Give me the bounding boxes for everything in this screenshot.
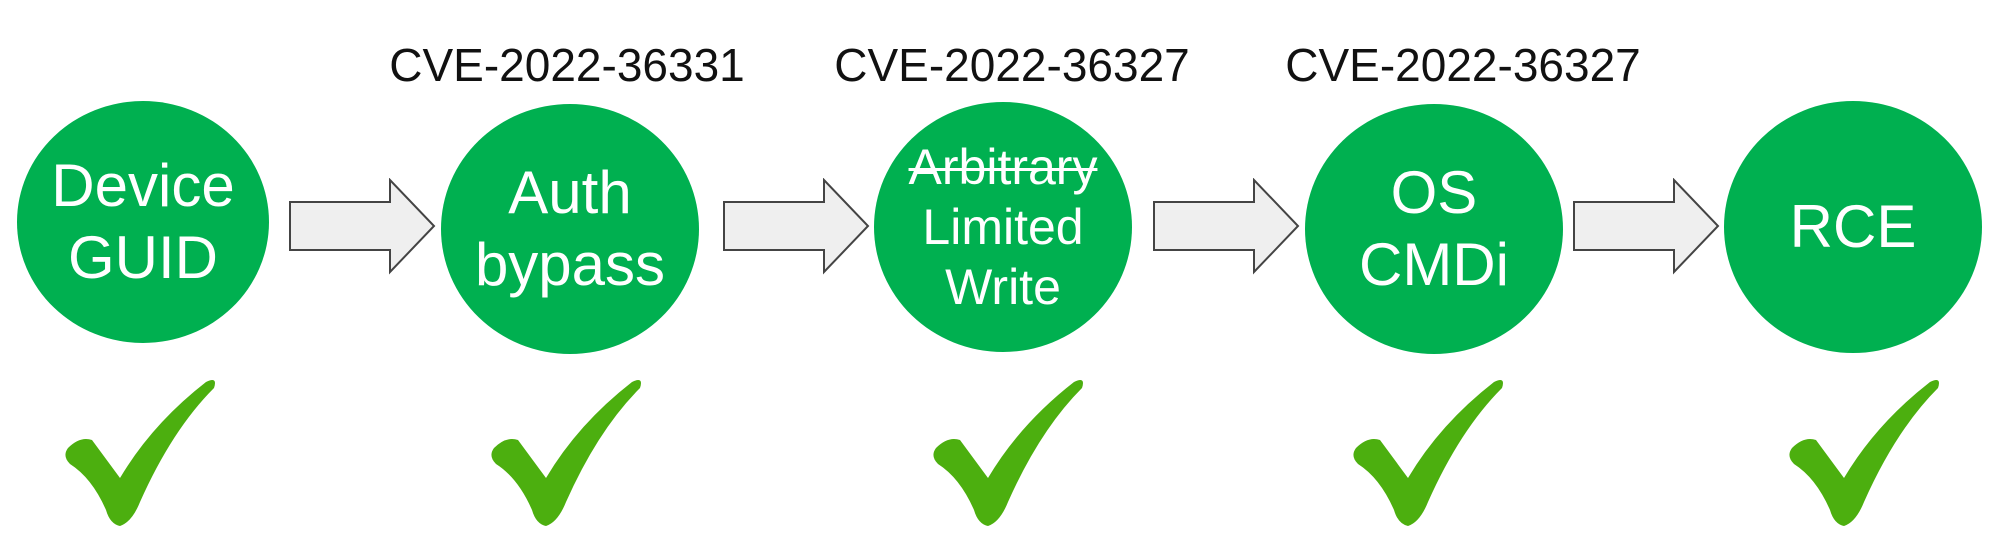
step-3-line-2: Write xyxy=(945,259,1061,315)
right-arrow-icon xyxy=(1573,178,1720,275)
cve-label-step-3: CVE-2022-36327 xyxy=(834,39,1190,91)
step-1-line-1: Device xyxy=(51,152,235,219)
checkmark-icon xyxy=(491,380,641,526)
step-2-line-2: bypass xyxy=(474,231,666,298)
cve-label-step-4: CVE-2022-36327 xyxy=(1285,39,1641,91)
right-arrow-icon xyxy=(1153,178,1300,275)
step-3-strikethrough-text: Arbitrary xyxy=(908,139,1098,195)
step-circle-rce: RCE xyxy=(1724,101,1982,353)
step-circle-auth-bypass: Auth bypass xyxy=(441,104,699,354)
right-arrow-icon xyxy=(289,178,436,275)
step-1-line-2: GUID xyxy=(68,224,218,291)
step-4-line-2: CMDi xyxy=(1359,231,1509,298)
checkmark-icon xyxy=(933,380,1083,526)
checkmark-icon xyxy=(1353,380,1503,526)
checkmark-icon xyxy=(1789,380,1939,526)
step-circle-os-cmdi: OS CMDi xyxy=(1305,104,1563,354)
checkmark-icon xyxy=(65,380,215,526)
step-2-line-1: Auth xyxy=(508,159,632,226)
step-4-line-1: OS xyxy=(1390,159,1478,226)
cve-label-step-2: CVE-2022-36331 xyxy=(389,39,745,91)
step-circle-limited-write: Arbitrary Limited Write xyxy=(874,102,1132,352)
right-arrow-icon xyxy=(723,178,870,275)
step-3-line-1: Limited xyxy=(922,199,1084,255)
step-5-line-1: RCE xyxy=(1789,193,1917,260)
step-circle-device-guid: Device GUID xyxy=(17,101,269,343)
